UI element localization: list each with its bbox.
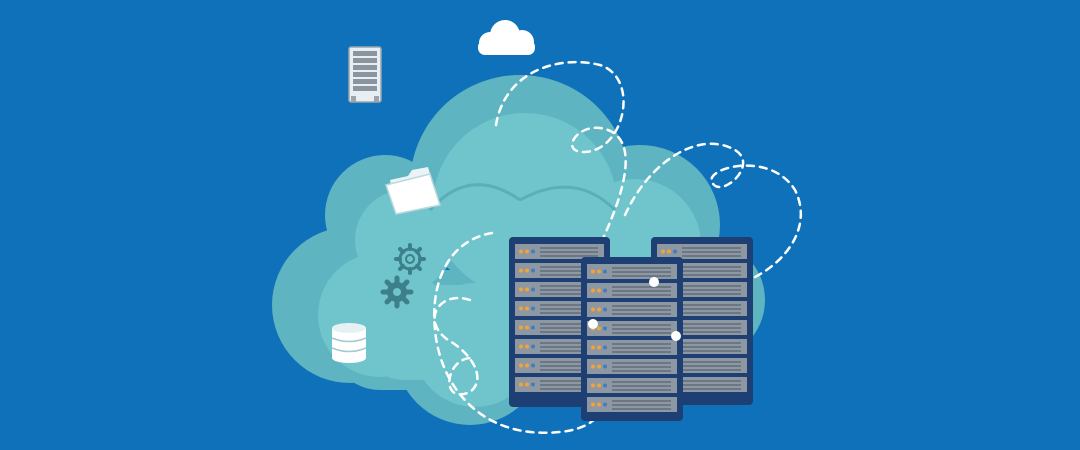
server-bay (587, 283, 677, 298)
server-bay (587, 264, 677, 279)
database-icon (331, 323, 367, 363)
gear-icon (394, 243, 426, 275)
server-bay (587, 397, 677, 412)
server-bay (587, 359, 677, 374)
connection-node (649, 277, 659, 287)
folder-icon (385, 167, 441, 215)
server-bay (587, 378, 677, 393)
connection-node (588, 319, 598, 329)
server-bay (587, 321, 677, 336)
cloud-icon (478, 20, 535, 55)
server-bay (657, 244, 747, 259)
connection-node (671, 331, 681, 341)
connection-nodes (588, 277, 681, 341)
server-rack-icon (348, 46, 382, 103)
gear-icon (380, 275, 414, 309)
server-racks (509, 237, 753, 421)
server-rack-center (581, 257, 683, 421)
server-bay (515, 244, 604, 259)
server-bay (587, 340, 677, 355)
server-bay (587, 302, 677, 317)
